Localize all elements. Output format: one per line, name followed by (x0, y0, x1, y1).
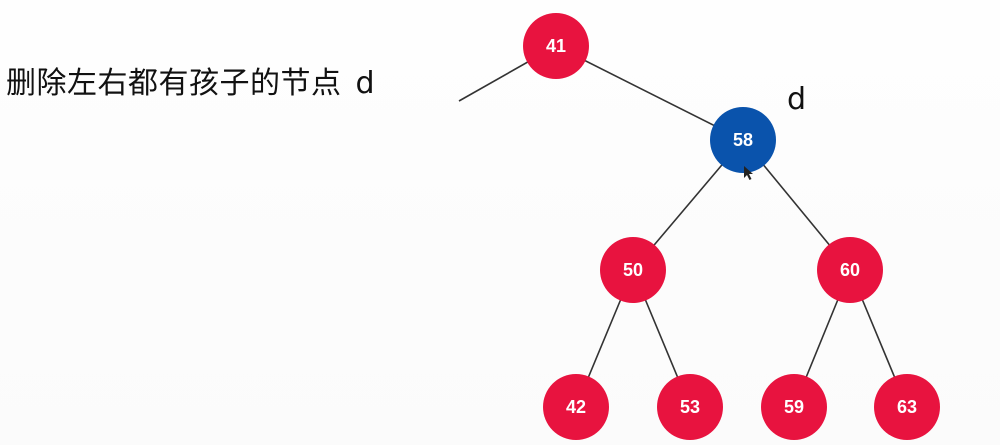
node-circle-58 (710, 107, 776, 173)
nodes-layer: 41 58 50 60 42 53 59 63 (523, 13, 940, 440)
tree-node-41: 41 (523, 13, 589, 79)
node-label-41: 41 (546, 36, 566, 56)
mouse-cursor-icon (744, 166, 753, 180)
node-circle-53 (657, 374, 723, 440)
caption-variable: d (355, 66, 376, 101)
caption-text: 删除左右都有孩子的节点 (6, 66, 342, 101)
tree-node-60: 60 (817, 237, 883, 303)
tree-node-58: 58 (710, 107, 776, 173)
node-label-53: 53 (680, 397, 700, 417)
node-circle-63 (874, 374, 940, 440)
node-label-63: 63 (897, 397, 917, 417)
tree-node-50: 50 (600, 237, 666, 303)
node-circle-60 (817, 237, 883, 303)
node-label-58: 58 (733, 130, 753, 150)
node-circle-42 (543, 374, 609, 440)
tree-node-63: 63 (874, 374, 940, 440)
node-circle-50 (600, 237, 666, 303)
node-label-60: 60 (840, 260, 860, 280)
node-circle-59 (761, 374, 827, 440)
node-circle-41 (523, 13, 589, 79)
node-marker-label: d (787, 82, 807, 117)
node-label-50: 50 (623, 260, 643, 280)
node-label-59: 59 (784, 397, 804, 417)
edge-41-58 (555, 45, 744, 141)
tree-node-53: 53 (657, 374, 723, 440)
edges-layer (458, 45, 908, 408)
node-label-42: 42 (566, 397, 586, 417)
tree-node-59: 59 (761, 374, 827, 440)
caption: 删除左右都有孩子的节点 d (6, 58, 375, 102)
tree-node-42: 42 (543, 374, 609, 440)
